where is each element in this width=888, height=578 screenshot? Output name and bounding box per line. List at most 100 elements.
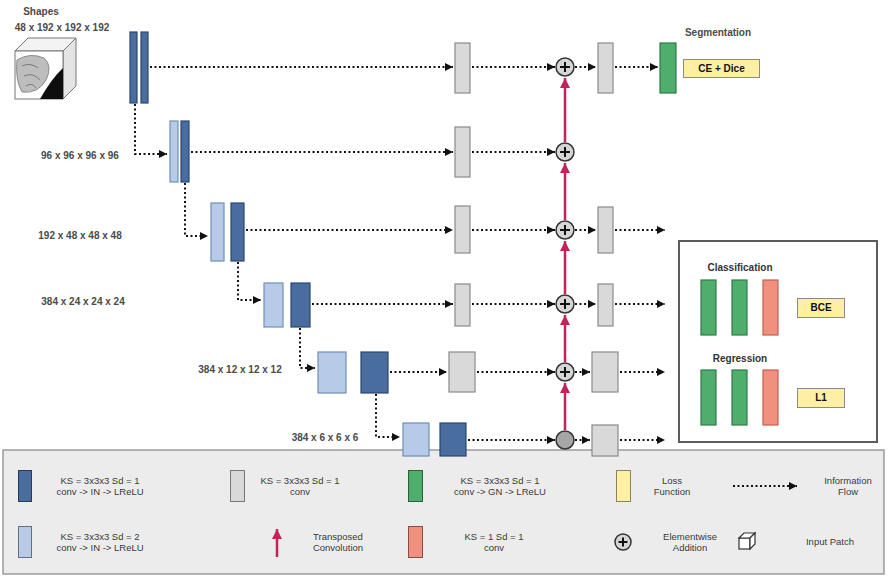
scan-background: [40, 68, 63, 99]
legend-text: KS = 3x3x3 Sd = 1 conv -> IN -> LReLU: [52, 475, 149, 498]
flow-line: [246, 229, 453, 231]
cube-face: [739, 538, 750, 549]
loss-label: BCE: [810, 302, 831, 314]
loss-box: BCE: [797, 298, 845, 318]
flow-line: [477, 371, 555, 373]
flow-line: [312, 303, 453, 305]
loss-label: CE + Dice: [698, 63, 744, 75]
stride-conv-block: [264, 283, 283, 327]
conv-block: [598, 284, 613, 326]
legend-text: KS = 3x3x3 Sd = 1 conv: [252, 475, 349, 498]
legend-text: KS = 3x3x3 Sd = 1 conv -> GN -> LReLU: [452, 475, 549, 498]
transposed-conv-arrow: [564, 383, 567, 430]
cube-face: [750, 533, 755, 549]
gn-conv-block: [732, 280, 747, 335]
conv-block: [449, 352, 475, 392]
legend-text: Loss Function: [648, 475, 696, 498]
gn-conv-block: [660, 43, 676, 93]
legend-panel: [3, 450, 884, 574]
flow-line: [615, 229, 665, 231]
gn-conv-block: [732, 370, 747, 425]
flow-line: [191, 151, 453, 153]
flow-line: [575, 229, 596, 231]
flow-line: [472, 229, 555, 231]
shape-label: 384 x 12 x 12 x 12: [198, 364, 281, 376]
conv-block: [231, 203, 244, 261]
conv-block: [455, 43, 470, 93]
gn-conv-block: [701, 280, 716, 335]
flow-line: [575, 66, 596, 68]
stride-conv-block: [318, 352, 346, 393]
bottleneck-node: [556, 431, 574, 449]
plus-sign: [560, 299, 570, 309]
legend-swatch: [18, 470, 32, 502]
legend-text: Elementwise Addition: [657, 531, 723, 554]
scan-texture: [17, 55, 50, 92]
flow-line: [615, 66, 658, 68]
add-node: [556, 363, 574, 381]
input-patch: [15, 38, 76, 99]
flow-line: [620, 439, 665, 441]
additions: [556, 58, 631, 550]
pointwise-conv-block: [763, 370, 778, 425]
encoder: [130, 32, 466, 456]
transposed-conv-arrow: [564, 163, 567, 220]
conv-block: [181, 121, 189, 182]
legend-cube-sample: [739, 533, 755, 549]
flow-line: [615, 303, 665, 305]
conv-block: [455, 206, 470, 253]
legend-swatch: [408, 526, 423, 558]
flow-line: [472, 66, 555, 68]
legend-transposed-sample: [276, 529, 279, 557]
conv-block: [455, 127, 470, 177]
add-node: [556, 58, 574, 76]
flow-line: [150, 66, 453, 68]
shape-label: 96 x 96 x 96 x 96: [41, 150, 119, 162]
plus-sign: [560, 62, 570, 72]
flow-line: [472, 151, 555, 153]
loss-label: L1: [815, 392, 827, 404]
pointwise-conv-block: [763, 280, 778, 335]
legend-text: Information Flow: [818, 475, 878, 498]
information-flow: [135, 67, 797, 486]
shape-label: Shapes: [23, 6, 59, 18]
flow-line: [376, 394, 400, 437]
flow-line: [575, 439, 590, 441]
flow-line: [135, 104, 167, 154]
plus-sign: [619, 538, 628, 547]
flow-line: [620, 371, 665, 373]
loss-box: CE + Dice: [683, 59, 760, 78]
plus-sign: [560, 147, 570, 157]
legend-text: KS = 1 Sd = 1 conv: [459, 531, 529, 554]
shape-label: 384 x 6 x 6 x 6: [292, 432, 359, 444]
flow-line: [238, 262, 261, 300]
transposed-conv-arrow: [564, 315, 567, 362]
flow-line: [575, 303, 596, 305]
conv-block: [598, 43, 613, 93]
stride-conv-block: [403, 423, 429, 456]
head-name: Segmentation: [685, 27, 751, 39]
legend-swatch: [616, 470, 631, 502]
conv-block: [130, 32, 137, 103]
flow-line: [300, 328, 315, 368]
flow-line: [185, 183, 208, 236]
transposed-conv-arrow: [564, 241, 567, 294]
plus-sign: [560, 225, 570, 235]
head-title: Regression: [713, 353, 767, 365]
head-title: Classification: [707, 262, 772, 274]
plus-sign: [560, 367, 570, 377]
legend-swatch: [18, 526, 32, 558]
gn-conv-block: [701, 370, 716, 425]
legend-flow-sample: [733, 485, 797, 487]
scan-texture: [22, 64, 40, 88]
legend-text: KS = 3x3x3 Sd = 2 conv -> IN -> LReLU: [52, 531, 149, 554]
conv-block: [291, 283, 310, 327]
conv-block: [141, 32, 148, 103]
legend-add-sample: [615, 534, 631, 550]
cube-face: [15, 51, 63, 99]
loss-box: L1: [797, 388, 845, 408]
conv-block: [440, 423, 466, 456]
legend-text: Input Patch: [795, 536, 865, 547]
shape-label: 48 x 192 x 192 x 192: [15, 22, 110, 34]
